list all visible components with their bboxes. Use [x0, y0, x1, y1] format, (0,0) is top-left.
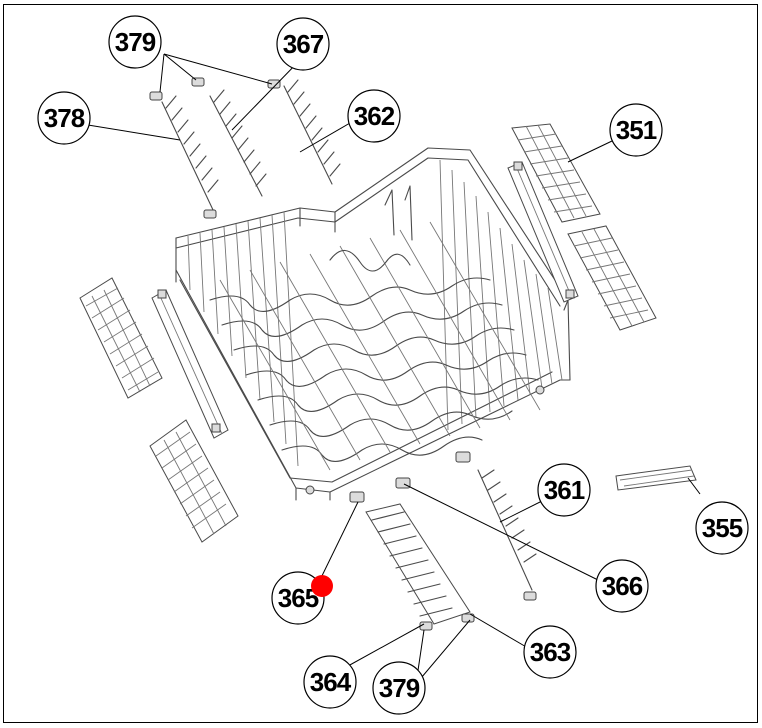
tine-rack-378 — [149, 91, 219, 219]
callout-363-label: 363 — [530, 637, 571, 667]
callout-367: 367 — [276, 17, 330, 71]
tine-rack-367 — [191, 77, 281, 197]
tine-rack-361 — [477, 469, 537, 601]
callout-351-label: 351 — [616, 115, 657, 145]
callout-361-label: 361 — [544, 475, 585, 505]
callout-378: 378 — [37, 91, 91, 145]
right-flap-lower — [567, 225, 657, 331]
left-rail — [151, 289, 229, 439]
callout-379-bottom: 379 — [372, 661, 426, 715]
callout-362: 362 — [347, 89, 401, 143]
left-flap-lower — [149, 419, 239, 543]
callout-355: 355 — [695, 501, 749, 555]
right-rail — [507, 161, 579, 303]
callout-379-bottom-label: 379 — [379, 673, 420, 703]
callout-364: 364 — [303, 655, 357, 709]
callout-355-label: 355 — [702, 513, 743, 543]
callout-364-label: 364 — [310, 667, 352, 697]
callout-351: 351 — [609, 103, 663, 157]
callout-362-label: 362 — [354, 101, 395, 131]
callout-366: 366 — [595, 559, 649, 613]
callout-361: 361 — [537, 463, 591, 517]
callout-367-label: 367 — [283, 29, 324, 59]
callout-363: 363 — [523, 625, 577, 679]
red-marker-dot — [311, 575, 333, 597]
left-flap-upper — [79, 277, 163, 399]
callout-378-label: 378 — [44, 103, 85, 133]
callout-366-label: 366 — [602, 571, 643, 601]
leader-lines — [87, 53, 701, 685]
callout-379-top: 379 — [108, 15, 162, 69]
callout-379-top-label: 379 — [115, 27, 156, 57]
part-355 — [615, 465, 697, 491]
right-flap-upper — [511, 123, 601, 223]
tine-rack-362 — [283, 79, 341, 185]
